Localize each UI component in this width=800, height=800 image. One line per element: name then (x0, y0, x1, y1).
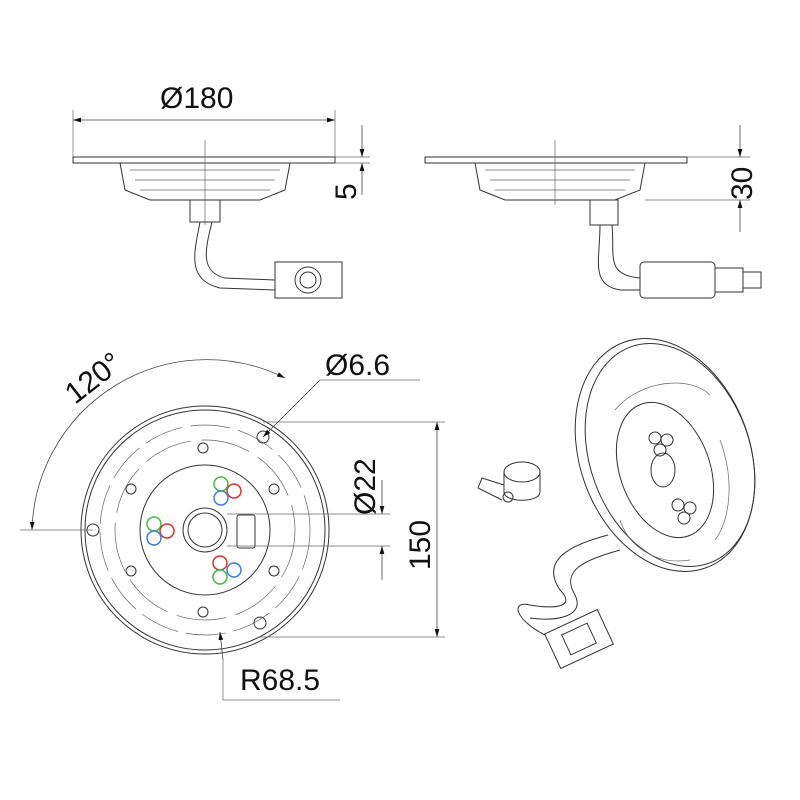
dimension-radius-68-5: R68.5 (240, 664, 320, 697)
dimension-thickness-5: 5 (330, 183, 363, 200)
oase-logo (236, 514, 256, 549)
dimension-spacing-150: 150 (404, 520, 437, 570)
dimension-height-30: 30 (726, 167, 759, 200)
dimension-hole-6-6: Ø6.6 (325, 349, 390, 382)
top-view (20, 359, 445, 701)
dimension-center-22: Ø22 (349, 458, 382, 515)
side-view-front (72, 110, 370, 299)
isometric-view (477, 338, 756, 670)
side-view-right (424, 125, 762, 299)
dimension-diameter-180: Ø180 (160, 82, 233, 115)
mounting-clip (477, 461, 541, 503)
